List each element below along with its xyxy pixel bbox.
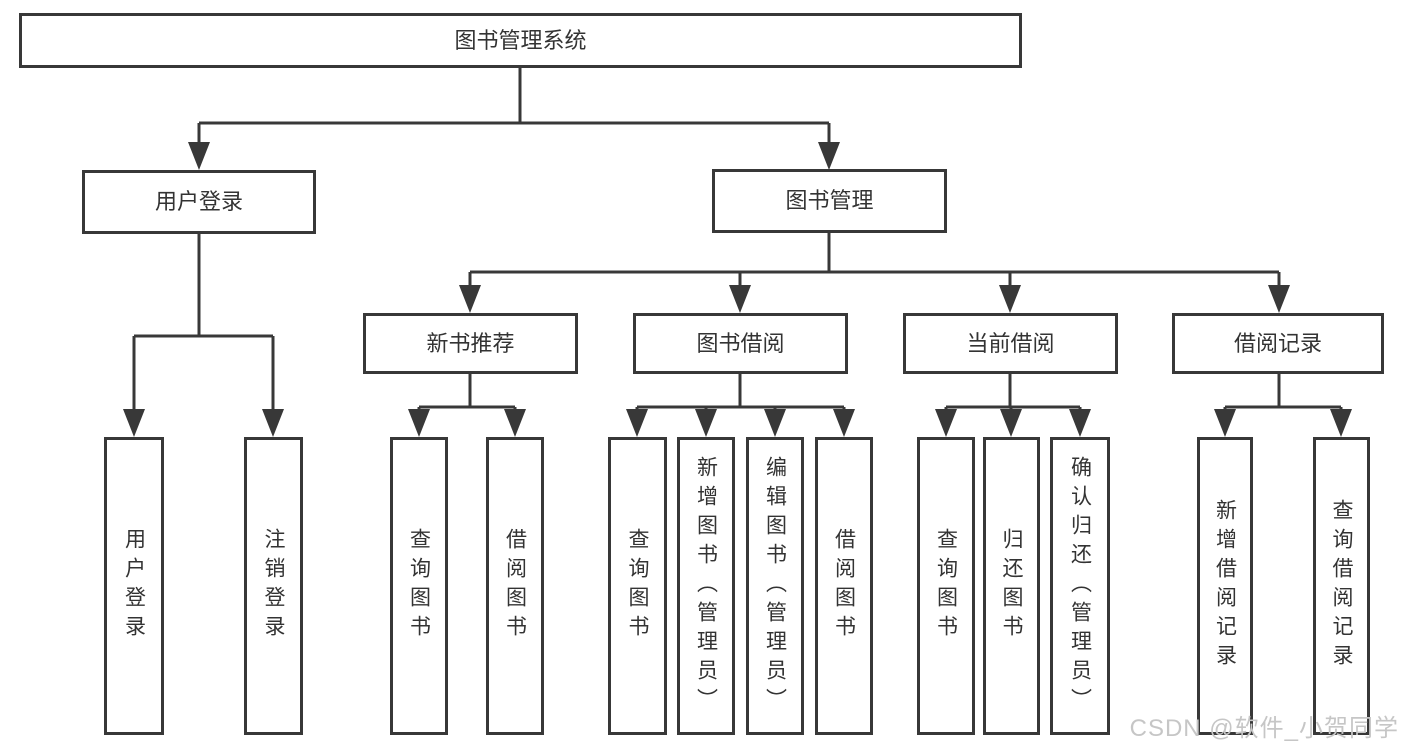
leaf-confirm-return-admin: 确认归还（管理员） <box>1050 437 1110 735</box>
connector-book-management-children <box>459 233 1290 313</box>
leaf-borrow-books-borrowing: 借阅图书 <box>815 437 873 735</box>
arrowhead <box>408 409 526 437</box>
leaf-label: 确认归还（管理员） <box>1068 455 1092 717</box>
leaf-label: 编辑图书（管理员） <box>763 455 787 717</box>
leaf-label: 借阅图书 <box>832 528 856 644</box>
arrowhead <box>935 409 1091 437</box>
leaf-label: 查询图书 <box>934 528 958 644</box>
csdn-watermark: CSDN @软件_小贺同学 <box>1129 715 1399 742</box>
arrowhead <box>1214 409 1352 437</box>
leaf-label: 查询图书 <box>626 528 649 644</box>
leaf-query-borrow-record: 查询借阅记录 <box>1313 437 1370 735</box>
node-current-borrowing: 当前借阅 <box>903 313 1118 374</box>
leaf-label: 新增借阅记录 <box>1213 499 1237 673</box>
node-label: 图书管理系统 <box>454 27 587 53</box>
arrowhead <box>626 409 855 437</box>
arrowhead <box>459 285 1290 313</box>
arrowhead <box>123 409 284 437</box>
connector-current-borrowing-children <box>935 374 1091 437</box>
leaf-user-login: 用户登录 <box>104 437 164 735</box>
connector-user-login-children <box>123 234 284 437</box>
leaf-query-books-current: 查询图书 <box>917 437 975 735</box>
node-label: 用户登录 <box>154 189 243 214</box>
leaf-label: 新增图书（管理员） <box>694 455 718 717</box>
connector-book-borrowing-children <box>626 374 855 437</box>
node-label: 新书推荐 <box>426 330 515 356</box>
arrowhead <box>188 142 840 170</box>
connector-new-book-recommend-children <box>408 374 526 437</box>
leaf-add-books-admin: 新增图书（管理员） <box>677 437 735 735</box>
leaf-logout-login: 注销登录 <box>244 437 303 735</box>
node-book-management: 图书管理 <box>712 169 947 233</box>
node-label: 借阅记录 <box>1233 330 1322 356</box>
node-book-borrowing: 图书借阅 <box>633 313 848 374</box>
node-borrowing-records: 借阅记录 <box>1172 313 1384 374</box>
leaf-borrow-books-recommend: 借阅图书 <box>486 437 544 735</box>
connector-borrowing-records-children <box>1214 374 1352 437</box>
leaf-label: 归还图书 <box>1000 528 1023 644</box>
leaf-edit-books-admin: 编辑图书（管理员） <box>746 437 804 735</box>
leaf-label: 注销登录 <box>262 528 285 644</box>
leaf-query-books-recommend: 查询图书 <box>390 437 448 735</box>
leaf-label: 查询借阅记录 <box>1330 499 1353 673</box>
leaf-add-borrow-record: 新增借阅记录 <box>1197 437 1253 735</box>
connector-root-to-level2 <box>188 68 840 170</box>
leaf-label: 查询图书 <box>407 528 431 644</box>
node-label: 当前借阅 <box>966 330 1055 356</box>
node-library-management-system: 图书管理系统 <box>19 13 1022 68</box>
leaf-query-books-borrowing: 查询图书 <box>608 437 667 735</box>
leaf-return-books: 归还图书 <box>983 437 1040 735</box>
node-new-book-recommend: 新书推荐 <box>363 313 578 374</box>
node-label: 图书借阅 <box>696 330 785 356</box>
node-label: 图书管理 <box>785 188 874 213</box>
node-user-login: 用户登录 <box>82 170 316 234</box>
leaf-label: 用户登录 <box>122 528 146 644</box>
leaf-label: 借阅图书 <box>503 528 527 644</box>
